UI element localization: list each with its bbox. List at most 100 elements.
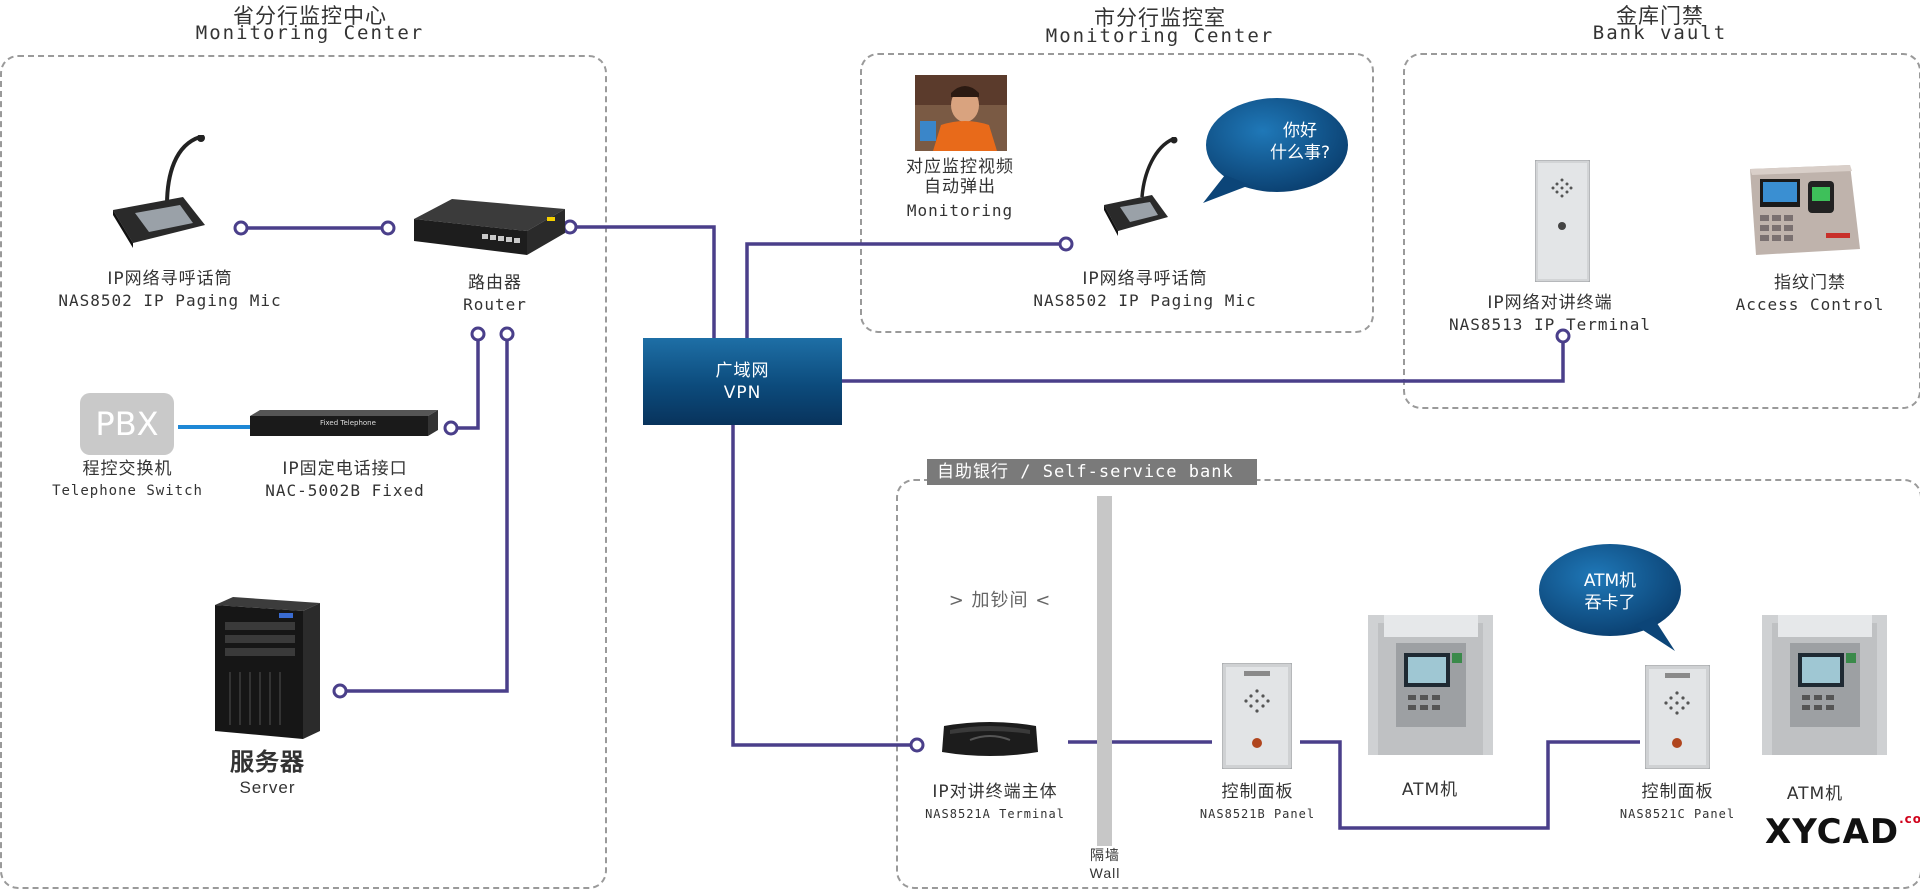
panel-b-label: 控制面板 NAS8521B Panel [1180, 781, 1335, 825]
vpn-en: VPN [723, 382, 762, 403]
panel-b-icon [1222, 663, 1292, 769]
wire-vpn-terminal [731, 425, 917, 747]
xycad-watermark: XYCAD.com [1765, 812, 1920, 852]
port-vault [1555, 328, 1571, 344]
vault-terminal-icon [1535, 160, 1590, 282]
pbx-icon: PBX [80, 393, 174, 455]
router-label: 路由器 Router [420, 272, 570, 316]
paging-mic-1-icon [113, 135, 205, 248]
panel-b-zh: 控制面板 [1221, 782, 1294, 802]
panel-c-label: 控制面板 NAS8521C Panel [1600, 781, 1755, 825]
router-icon [414, 199, 565, 255]
watermark-suffix: .com [1899, 812, 1920, 826]
paging-mic-2-en: NAS8502 IP Paging Mic [1033, 291, 1257, 310]
fixed-phone-en: NAC-5002B Fixed [265, 481, 425, 500]
provincial-region [0, 55, 607, 889]
atm-2-label: ATM机 [1786, 784, 1844, 804]
monitoring-video-zh2: 自动弹出 [924, 177, 996, 197]
paging-mic-2-label: IP网络寻呼话筒 NAS8502 IP Paging Mic [1010, 268, 1280, 312]
watermark-main: XYCAD [1765, 812, 1900, 852]
vpn-zh: 广域网 [715, 360, 770, 381]
pbx-en: Telephone Switch [52, 483, 203, 499]
port-terminal [909, 737, 925, 753]
fixed-phone-zh: IP固定电话接口 [282, 459, 408, 479]
terminal-host-zh: IP对讲终端主体 [932, 782, 1058, 802]
partition-wall [1097, 496, 1112, 846]
wall-en: Wall [1089, 865, 1121, 881]
selfservice-region [896, 479, 1920, 889]
paging-mic-1-en: NAS8502 IP Paging Mic [58, 291, 282, 310]
access-control-zh: 指纹门禁 [1774, 273, 1846, 293]
monitoring-video-label: 对应监控视频 自动弹出 Monitoring [880, 157, 1040, 221]
server-en: Server [239, 778, 296, 797]
city-region [860, 53, 1374, 333]
server-label: 服务器 Server [200, 747, 335, 799]
vault-title-en: Bank vault [1592, 22, 1728, 44]
panel-b-en: NAS8521B Panel [1199, 807, 1316, 821]
speech-bubble-hello-text: 你好 什么事? [1230, 120, 1370, 164]
port-router-b [499, 326, 515, 342]
access-control-en: Access Control [1735, 295, 1885, 314]
vault-terminal-label: IP网络对讲终端 NAS8513 IP Terminal [1430, 292, 1670, 336]
paging-mic-2-icon [1104, 137, 1178, 236]
pbx-zh: 程控交换机 [82, 459, 173, 479]
provincial-title-en: Monitoring Center [195, 22, 425, 44]
provincial-title-zh: 省分行监控中心 [233, 4, 387, 28]
port-router-a [470, 326, 486, 342]
vault-terminal-en: NAS8513 IP Terminal [1448, 315, 1652, 334]
port-mic2 [1058, 236, 1074, 252]
router-en: Router [463, 295, 527, 314]
panel-c-icon [1645, 665, 1710, 769]
bubble-atm-line2: 吞卡了 [1584, 593, 1636, 613]
paging-mic-1-label: IP网络寻呼话筒 NAS8502 IP Paging Mic [40, 268, 300, 312]
speech-bubble-atm-text: ATM机 吞卡了 [1540, 570, 1680, 614]
speech-bubble-hello [1203, 98, 1348, 203]
terminal-host-icon [942, 722, 1038, 756]
wire-vpn-mic2 [745, 242, 1066, 338]
monitoring-video-zh1: 对应监控视频 [906, 157, 1014, 177]
fixed-phone-panel-text: Fixed Telephone [320, 419, 376, 427]
wire-panelb-panelc [1300, 740, 1640, 830]
server-icon [215, 597, 320, 739]
speech-bubble-atm [1539, 544, 1681, 651]
vault-title-zh: 金库门禁 [1616, 4, 1704, 28]
port-mic1 [233, 220, 249, 236]
port-server [332, 683, 348, 699]
bubble-hello-line1: 你好 [1283, 121, 1317, 141]
paging-mic-1-zh: IP网络寻呼话筒 [107, 269, 233, 289]
atm-1-label: ATM机 [1401, 780, 1459, 800]
bubble-hello-line2: 什么事? [1269, 143, 1331, 163]
access-control-icon [1750, 165, 1860, 255]
wall-label: 隔墙 Wall [1078, 848, 1132, 882]
access-control-label: 指纹门禁 Access Control [1720, 272, 1900, 316]
pbx-label: 程控交换机 Telephone Switch [30, 458, 225, 502]
panel-c-en: NAS8521C Panel [1619, 807, 1736, 821]
atm-1-icon [1368, 615, 1493, 755]
panel-c-zh: 控制面板 [1641, 782, 1714, 802]
wire-server-router [340, 334, 509, 693]
router-zh: 路由器 [468, 273, 522, 293]
selfservice-tag: 自助银行 / Self-service bank [927, 459, 1257, 485]
server-zh: 服务器 [230, 748, 305, 776]
port-fixed [443, 420, 459, 436]
fixed-phone-device: Fixed Telephone [250, 410, 438, 438]
cash-room-label: > 加钞间 < [948, 590, 1052, 611]
wall-zh: 隔墙 [1090, 848, 1120, 864]
terminal-host-en: NAS8521A Terminal [925, 807, 1065, 821]
bubble-atm-line1: ATM机 [1583, 571, 1637, 591]
paging-mic-2-zh: IP网络寻呼话筒 [1082, 269, 1208, 289]
monitoring-video-en: Monitoring [906, 201, 1014, 220]
fixed-phone-icon [250, 410, 438, 436]
wire-fixed-router [451, 334, 480, 430]
port-router-in [380, 220, 396, 236]
city-title-en: Monitoring Center [1045, 25, 1275, 47]
terminal-host-label: IP对讲终端主体 NAS8521A Terminal [915, 781, 1075, 825]
monitoring-video-icon [915, 75, 1007, 151]
vault-terminal-zh: IP网络对讲终端 [1487, 293, 1613, 313]
city-title-zh: 市分行监控室 [1094, 6, 1226, 30]
fixed-phone-label: IP固定电话接口 NAC-5002B Fixed [230, 458, 460, 502]
vpn-node: 广域网 VPN [643, 338, 842, 425]
atm-2-icon [1762, 615, 1887, 755]
wire-vpn-vault [842, 336, 1565, 383]
